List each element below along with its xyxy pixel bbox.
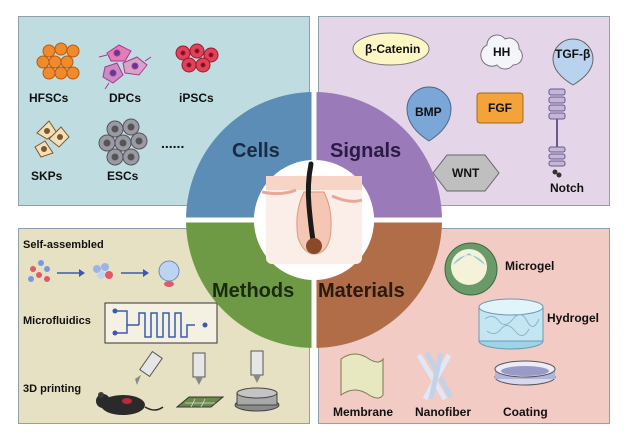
materials-panel: Microgel Hydrogel Membrane Nanofiber Coa… — [318, 228, 610, 424]
skps-icon — [34, 120, 70, 158]
printer-nozzle-3-icon — [234, 350, 280, 412]
materials-quadrant-title: Materials — [318, 280, 405, 302]
self-assembly-icon — [28, 260, 180, 287]
cells-label-skps: SKPs — [31, 169, 63, 183]
signal-label-beta-catenin: β-Catenin — [365, 42, 421, 56]
method-label-3d-printing: 3D printing — [23, 383, 82, 395]
hydrogel-icon — [478, 298, 544, 350]
cells-label-more: ...... — [161, 135, 185, 151]
cells-quadrant-title: Cells — [232, 140, 280, 162]
material-label-hydrogel: Hydrogel — [547, 311, 600, 325]
membrane-icon — [340, 353, 384, 399]
tgf-beta-shape — [552, 38, 594, 86]
notch-icon — [548, 88, 566, 178]
dpcs-icon — [98, 44, 152, 90]
signal-label-bmp: BMP — [415, 105, 442, 119]
cells-label-dpcs: DPCs — [109, 91, 142, 105]
cells-icons — [34, 42, 219, 166]
materials-icons — [340, 242, 556, 401]
fgf-shape — [476, 92, 524, 124]
beta-catenin-shape — [352, 32, 430, 66]
signal-label-wnt: WNT — [452, 166, 480, 180]
material-label-nanofiber: Nanofiber — [415, 405, 472, 419]
signal-label-tgf-beta: TGF-β — [555, 47, 591, 61]
printer-nozzle-1-icon — [135, 350, 163, 385]
cells-panel: HFSCs DPCs iPSCs SKPs ESCs ...... — [18, 16, 310, 206]
method-label-self-assembled: Self-assembled — [23, 239, 104, 251]
material-label-membrane: Membrane — [333, 405, 394, 419]
material-label-microgel: Microgel — [505, 259, 555, 273]
coating-icon — [494, 360, 556, 386]
escs-icon — [98, 118, 148, 166]
hh-shape — [480, 34, 523, 70]
methods-panel: Self-assembled Microfluidics 3D printing — [18, 228, 310, 424]
microfluidics-chip-icon — [104, 302, 218, 344]
ipscs-icon — [175, 43, 219, 73]
hfscs-icon — [36, 42, 80, 80]
microgel-icon — [444, 242, 498, 296]
printer-nozzle-2-icon — [175, 352, 225, 408]
cells-label-escs: ESCs — [107, 169, 139, 183]
mouse-icon — [96, 392, 164, 415]
signal-label-fgf: FGF — [488, 101, 512, 115]
cells-label-hfscs: HFSCs — [29, 91, 69, 105]
cells-label-ipscs: iPSCs — [179, 91, 214, 105]
method-label-microfluidics: Microfluidics — [23, 315, 91, 327]
methods-quadrant-title: Methods — [212, 280, 295, 302]
nanofiber-icon — [416, 351, 454, 401]
signals-quadrant-title: Signals — [330, 140, 402, 162]
signal-label-hh: HH — [493, 45, 511, 59]
methods-icons — [28, 260, 280, 415]
material-label-coating: Coating — [503, 405, 548, 419]
signal-label-notch: Notch — [550, 181, 584, 195]
signals-panel: β-Catenin HH TGF-β BMP FGF WNT Notch — [318, 16, 610, 206]
